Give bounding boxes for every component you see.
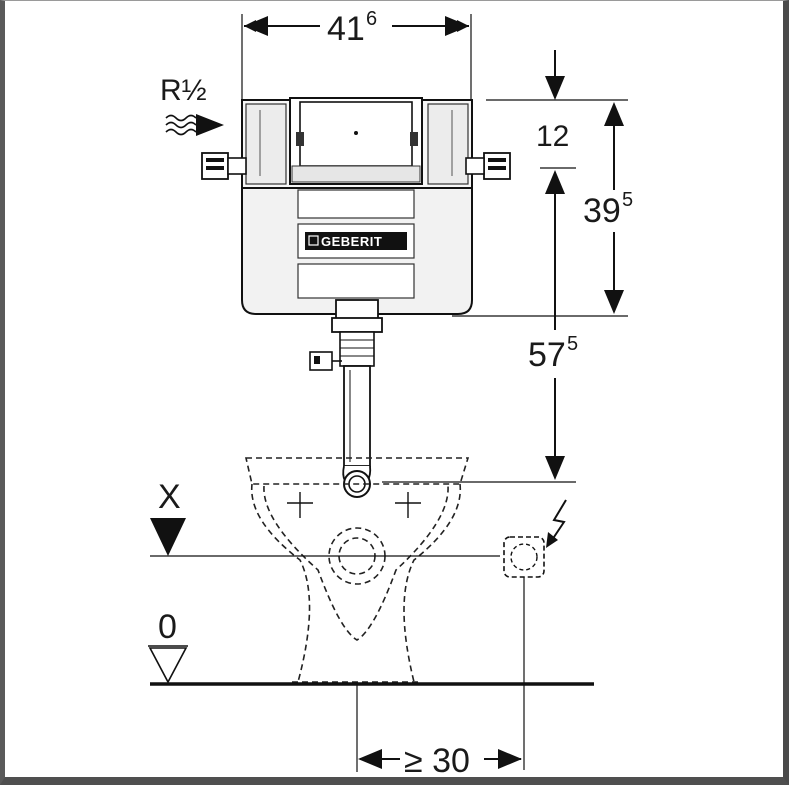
right-dimensions: 12 39 5 57 5: [382, 50, 633, 483]
water-inlet-text: R½: [160, 74, 207, 107]
fixing-points: [287, 492, 421, 518]
min-distance-value: ≥ 30: [404, 742, 470, 780]
cistern-height-sup: 5: [622, 189, 633, 211]
axis-marker-label: X: [158, 478, 181, 516]
cistern: GEBERIT: [241, 97, 473, 315]
floor-level: 0: [148, 608, 594, 686]
axis-marker-x: X: [150, 478, 500, 557]
width-sup: 6: [366, 8, 377, 30]
flush-pipe: [309, 299, 383, 498]
outlet-height-value: 57: [528, 336, 566, 374]
electrical-socket: [503, 536, 545, 770]
top-offset-value: 12: [536, 120, 569, 153]
water-inlet-label: R½: [160, 74, 224, 136]
min-distance-dimension: ≥ 30: [356, 684, 522, 780]
width-value: 41: [327, 10, 365, 48]
floor-level-label: 0: [158, 608, 177, 646]
brand-logo: GEBERIT: [321, 234, 382, 249]
water-waves-icon: [165, 114, 224, 136]
left-inlet-valve: [201, 152, 247, 180]
right-inlet-valve: [465, 152, 511, 180]
lightning-icon: [546, 499, 567, 548]
width-dimension: 41 6: [241, 8, 472, 102]
cistern-height-value: 39: [583, 192, 621, 230]
outlet-height-sup: 5: [567, 333, 578, 355]
